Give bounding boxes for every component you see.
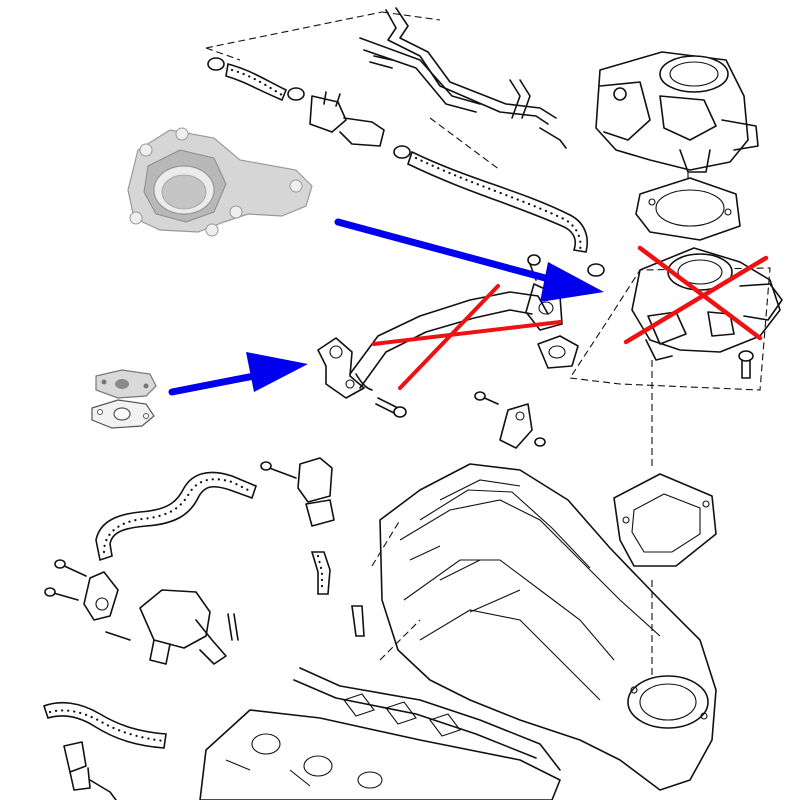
sensor-bracket [499, 403, 546, 449]
sensor-connector [63, 741, 117, 800]
intake-manifold [379, 463, 717, 791]
check-valve [309, 91, 385, 147]
throttle-bracket-assembly [44, 559, 239, 665]
manifold-gasket-row [293, 667, 561, 771]
throttle-body [595, 51, 759, 173]
vacuum-hose-left-lower [42, 701, 167, 749]
metal-pipes [359, 7, 567, 149]
hose-clip [207, 57, 411, 159]
mounting-bolt [738, 350, 754, 379]
egr-flange-gasket-right [537, 335, 579, 369]
vacuum-hose-assembly [205, 7, 588, 253]
egr-pipe [349, 283, 563, 391]
throttle-body-gasket [635, 177, 741, 241]
cylinder-head [199, 709, 561, 800]
vacuum-hose-left [95, 471, 257, 562]
flange-bolt [375, 397, 407, 418]
arrow-to-adapter-location [334, 218, 604, 302]
solenoid-valve [260, 457, 335, 527]
egr-block-off-plate-photo [91, 369, 157, 429]
throttle-body-adapter-photo [127, 127, 313, 237]
small-hose [310, 551, 365, 637]
removal-cross-egr-housing [623, 245, 769, 345]
bracket-bolt [474, 391, 499, 405]
short-hose [225, 62, 288, 102]
long-hose [407, 150, 588, 253]
alignment-line-left [371, 519, 421, 661]
removal-cross-pipe [372, 284, 562, 390]
egr-pipe-flange [317, 337, 365, 399]
arrow-to-egr-flange [168, 352, 308, 396]
intake-gasket [613, 473, 717, 567]
